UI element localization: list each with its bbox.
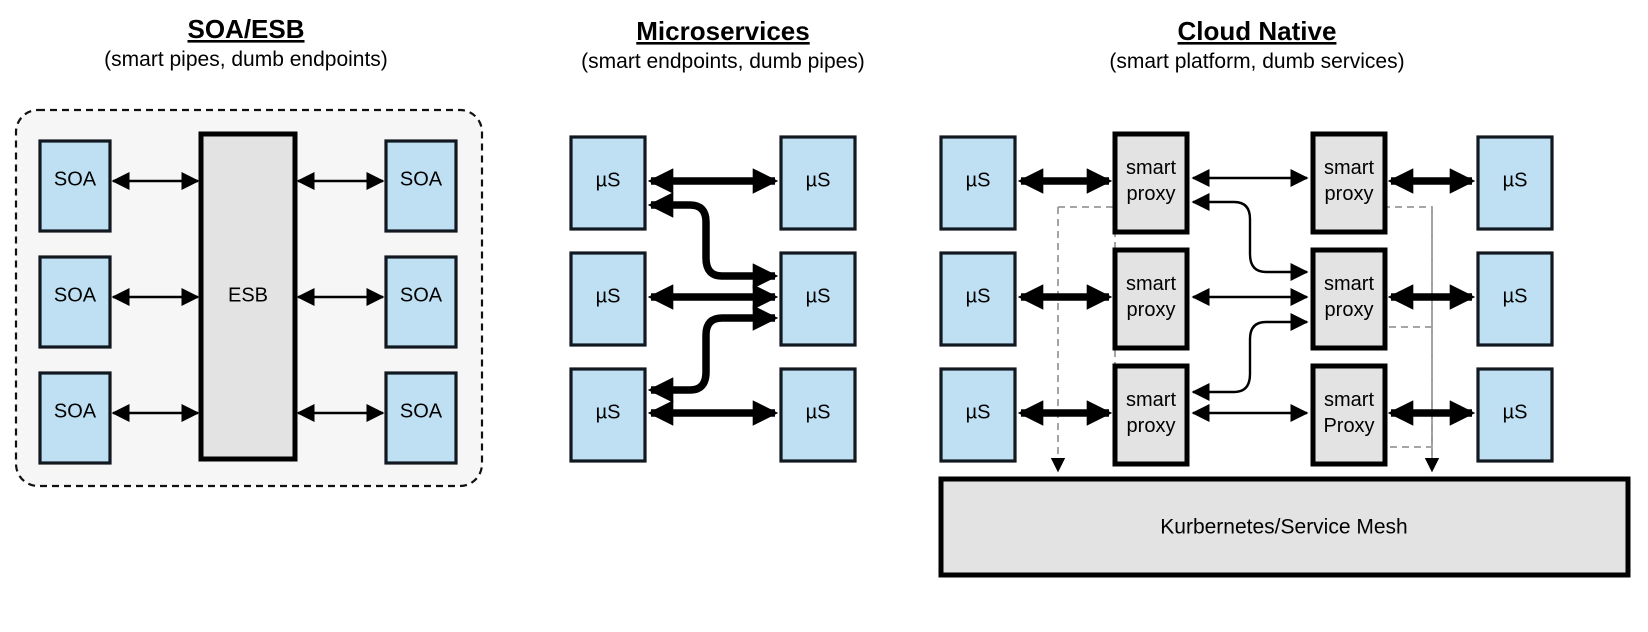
microservice-label-right-1: µS xyxy=(806,169,831,191)
microservice-link-cross-lower xyxy=(647,305,779,403)
column-title-microservices: Microservices xyxy=(636,16,809,46)
cloud-microservice-label-right-1: µS xyxy=(1503,169,1528,191)
microservice-box-left-3[interactable] xyxy=(569,367,647,463)
proxy-link-cross-upper xyxy=(1191,193,1309,281)
column-subtitle-microservices: (smart endpoints, dumb pipes) xyxy=(581,50,865,73)
microservice-label-right-2: µS xyxy=(806,285,831,307)
smart-proxy-box-left-1[interactable] xyxy=(1112,131,1190,235)
cloud-microservice-label-left-2: µS xyxy=(966,285,991,307)
cloud-microservice-box-right-2[interactable] xyxy=(1476,251,1554,347)
column-cloud-native: Cloud Native (smart platform, dumb servi… xyxy=(938,16,1631,578)
cloud-microservice-label-right-3: µS xyxy=(1503,401,1528,423)
microservice-box-left-1[interactable] xyxy=(569,135,647,231)
smart-proxy-label-left-2-line2: proxy xyxy=(1127,299,1176,321)
soa-box-left-2[interactable] xyxy=(38,255,112,349)
microservice-box-right-1[interactable] xyxy=(779,135,857,231)
smart-proxy-label-left-1-line1: smart xyxy=(1126,157,1176,179)
soa-label-left-2: SOA xyxy=(54,284,97,306)
cloud-microservice-box-right-1[interactable] xyxy=(1476,135,1554,231)
smart-proxy-label-right-2-line2: proxy xyxy=(1325,299,1374,321)
cloud-microservice-box-right-3[interactable] xyxy=(1476,367,1554,463)
cloud-microservice-label-left-1: µS xyxy=(966,169,991,191)
soa-box-right-3[interactable] xyxy=(384,371,458,465)
column-soa-esb: SOA/ESB (smart pipes, dumb endpoints) ES… xyxy=(14,14,484,488)
smart-proxy-label-right-2-line1: smart xyxy=(1324,273,1374,295)
platform-label: Kurbernetes/Service Mesh xyxy=(1160,516,1407,539)
smart-proxy-label-right-1-line1: smart xyxy=(1324,157,1374,179)
microservice-label-right-3: µS xyxy=(806,401,831,423)
smart-proxy-box-left-3[interactable] xyxy=(1112,363,1190,467)
soa-label-right-1: SOA xyxy=(400,168,443,190)
smart-proxy-label-right-1-line2: proxy xyxy=(1325,183,1374,205)
cloud-microservice-box-left-2[interactable] xyxy=(939,251,1017,347)
soa-label-right-2: SOA xyxy=(400,284,443,306)
soa-label-left-3: SOA xyxy=(54,400,97,422)
soa-box-left-3[interactable] xyxy=(38,371,112,465)
microservice-label-left-1: µS xyxy=(596,169,621,191)
platform-box[interactable] xyxy=(938,476,1631,578)
microservice-link-cross-upper xyxy=(647,192,779,289)
soa-box-left-1[interactable] xyxy=(38,139,112,233)
cloud-microservice-label-right-2: µS xyxy=(1503,285,1528,307)
microservice-box-right-2[interactable] xyxy=(779,251,857,347)
microservice-box-right-3[interactable] xyxy=(779,367,857,463)
proxy-link-cross-lower xyxy=(1191,313,1309,401)
smart-proxy-box-left-2[interactable] xyxy=(1112,247,1190,351)
esb-label: ESB xyxy=(228,284,268,306)
smart-proxy-label-left-3-line1: smart xyxy=(1126,389,1176,411)
soa-box-right-2[interactable] xyxy=(384,255,458,349)
microservice-label-left-3: µS xyxy=(596,401,621,423)
smart-proxy-label-right-3-line2: Proxy xyxy=(1323,415,1374,437)
soa-label-left-1: SOA xyxy=(54,168,97,190)
column-subtitle-soa-esb: (smart pipes, dumb endpoints) xyxy=(104,48,388,71)
microservice-label-left-2: µS xyxy=(596,285,621,307)
column-subtitle-cloud-native: (smart platform, dumb services) xyxy=(1109,50,1404,73)
smart-proxy-label-left-1-line2: proxy xyxy=(1127,183,1176,205)
smart-proxy-box-right-3[interactable] xyxy=(1310,363,1388,467)
smart-proxy-box-right-2[interactable] xyxy=(1310,247,1388,351)
cloud-microservice-label-left-3: µS xyxy=(966,401,991,423)
smart-proxy-label-right-3-line1: smart xyxy=(1324,389,1374,411)
soa-box-right-1[interactable] xyxy=(384,139,458,233)
cloud-microservice-box-left-3[interactable] xyxy=(939,367,1017,463)
soa-label-right-3: SOA xyxy=(400,400,443,422)
column-microservices: Microservices (smart endpoints, dumb pip… xyxy=(569,16,865,463)
esb-box[interactable] xyxy=(198,131,298,462)
smart-proxy-label-left-3-line2: proxy xyxy=(1127,415,1176,437)
smart-proxy-box-right-1[interactable] xyxy=(1310,131,1388,235)
column-title-cloud-native: Cloud Native xyxy=(1178,16,1337,46)
cloud-microservice-box-left-1[interactable] xyxy=(939,135,1017,231)
column-title-soa-esb: SOA/ESB xyxy=(187,14,304,44)
smart-proxy-label-left-2-line1: smart xyxy=(1126,273,1176,295)
microservice-box-left-2[interactable] xyxy=(569,251,647,347)
